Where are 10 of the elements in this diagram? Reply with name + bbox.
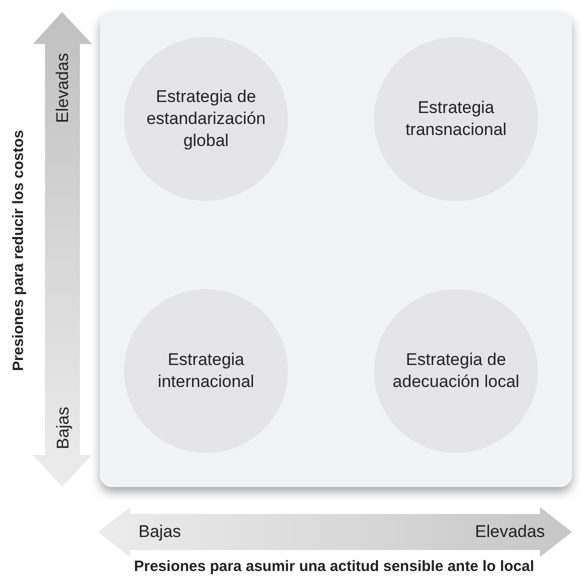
axis-end-label: Bajas — [138, 522, 182, 542]
axis-end-label: Bajas — [52, 406, 73, 450]
strategy-label: Estrategia de adecuación local — [392, 349, 520, 393]
axis-end-label: Elevadas — [475, 522, 545, 542]
axis-title: Presiones para reducir los costos — [9, 130, 26, 370]
axis-end-label: Elevadas — [52, 53, 73, 123]
axis-title: Presiones para asumir una actitud sensible ante lo local — [134, 558, 534, 574]
strategy-label: Estrategia de estandarización global — [145, 86, 267, 152]
strategy-label: Estrategia transnacional — [404, 97, 508, 141]
strategy-label: Estrategia internacional — [156, 349, 256, 393]
